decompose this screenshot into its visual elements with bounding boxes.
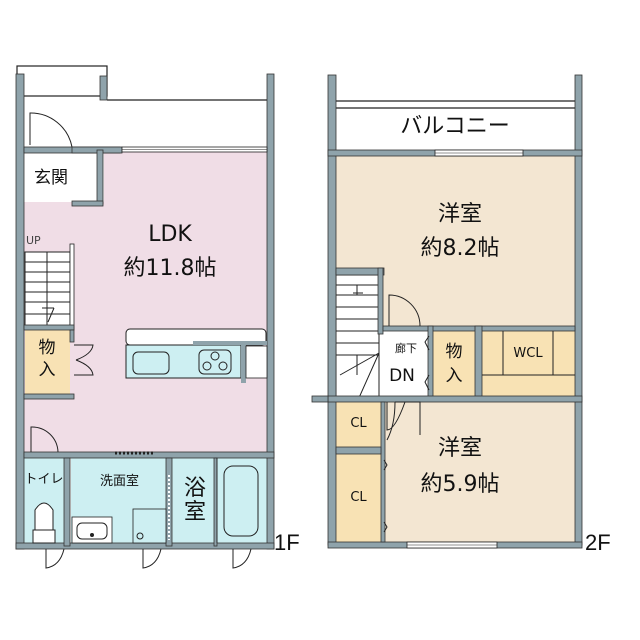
hallway-label: 廊下 [395,342,417,355]
cl2-fill [336,454,381,542]
wcl-label: WCL [513,346,543,361]
floor-1-label: 1F [274,530,300,555]
stairs-down-label: DN [389,366,415,386]
storage-1f-label-top: 物 [38,338,56,358]
entrance-label: 玄関 [34,168,68,188]
ldk-size-label: 約11.8帖 [123,256,217,281]
western-room-2-name: 洋室 [437,436,482,461]
bathroom-label-bottom: 室 [183,500,206,525]
western-room-2-fill [385,402,575,542]
closet-2-label: CL [350,490,367,505]
cl1-fill [336,402,381,447]
western-room-2-size: 約5.9帖 [420,472,500,497]
closet-1-label: CL [350,416,367,431]
storage-fill [25,330,70,395]
storage-2f-label-bottom: 入 [445,366,463,386]
balcony-label: バルコニー [400,114,510,139]
stairs-up-label: UP [26,234,41,247]
floor-2-label: 2F [585,530,611,555]
floor-2-plan [311,74,583,549]
washroom-label: 洗面室 [99,474,139,489]
ldk-name-label: LDK [148,222,192,247]
toilet-label: トイレ [24,472,64,487]
western-room-1-size: 約8.2帖 [420,236,500,261]
floor-1-plan [15,65,275,569]
storage-2f-fill [433,328,475,396]
storage-2f-label-top: 物 [445,342,463,362]
entrance-fill [24,150,104,202]
wcl-fill [482,328,575,396]
storage-1f-label-bottom: 入 [38,360,56,380]
western-room-1-name: 洋室 [437,202,482,227]
bathroom-label-top: 浴 [183,476,206,501]
